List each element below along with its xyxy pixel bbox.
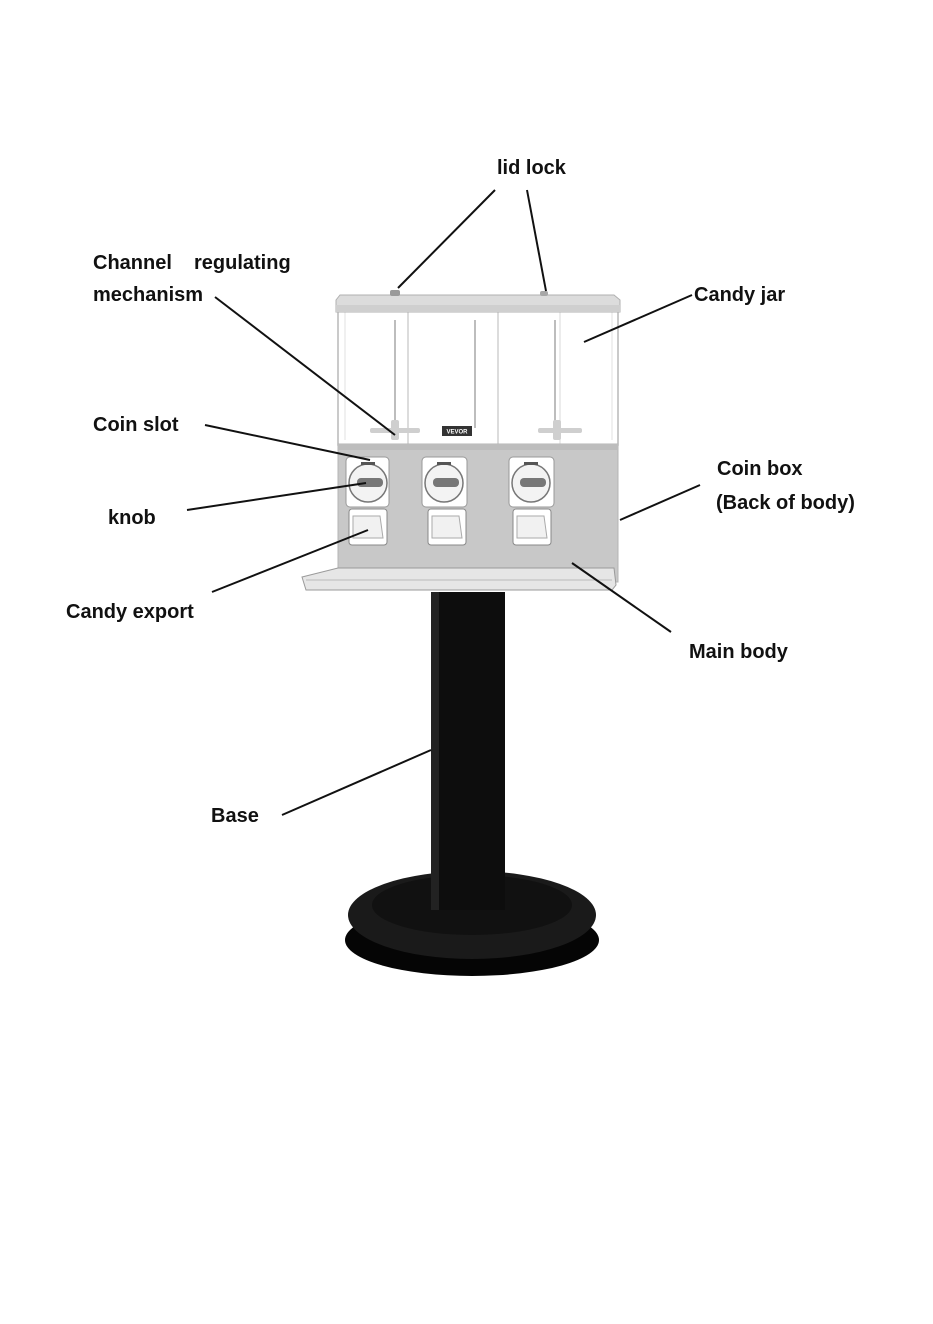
label-candy-jar: Candy jar	[694, 283, 785, 307]
pedestal-pole	[431, 592, 505, 910]
candy-export-chutes	[349, 509, 551, 545]
brand-text: VEVOR	[446, 430, 468, 436]
leader-lid-lock-left	[398, 190, 495, 288]
leader-base	[282, 750, 431, 815]
label-coin-box-note: (Back of body)	[716, 491, 855, 515]
label-candy-export: Candy export	[66, 600, 194, 624]
label-coin-slot: Coin slot	[93, 413, 179, 437]
coin-slot	[524, 462, 538, 465]
label-channel-word2: regulating	[194, 251, 291, 275]
coin-mechanism-1	[346, 457, 389, 507]
coin-slot	[437, 462, 451, 465]
knob	[357, 478, 383, 487]
coin-mechanism-2	[422, 457, 467, 507]
coin-slot	[361, 462, 375, 465]
lid-lock	[390, 290, 400, 296]
knob	[520, 478, 546, 487]
leader-main-body	[572, 563, 671, 632]
knob	[433, 478, 459, 487]
candy-tray	[302, 568, 616, 590]
label-channel-word1: Channel	[93, 251, 172, 275]
leader-lid-lock-right	[527, 190, 546, 291]
label-knob: knob	[108, 506, 156, 530]
label-lid-lock: lid lock	[497, 156, 566, 180]
coin-mechanism-3	[509, 457, 554, 507]
label-coin-box: Coin box	[717, 457, 803, 481]
label-base: Base	[211, 804, 259, 828]
label-channel-word3: mechanism	[93, 283, 203, 307]
lid	[336, 290, 620, 312]
label-main-body: Main body	[689, 640, 788, 664]
leader-coin-box	[620, 485, 700, 520]
